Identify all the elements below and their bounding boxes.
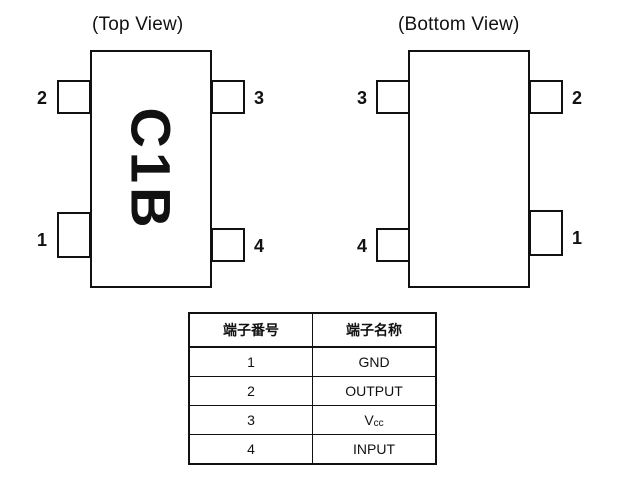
bottom-view-title: (Bottom View) xyxy=(398,14,520,35)
pin-name-subscript: cc xyxy=(373,417,384,429)
pin-number-cell: 1 xyxy=(188,346,313,377)
header-pin-number: 端子番号 xyxy=(188,312,313,348)
bottom-view-package-body xyxy=(408,50,530,288)
top-view-lead-1 xyxy=(57,212,91,258)
pin-name-cell: INPUT xyxy=(312,434,437,465)
top-view-pin-label-3: 3 xyxy=(253,88,264,108)
top-view-lead-2 xyxy=(57,80,91,114)
top-view-package-body xyxy=(90,50,212,288)
pin-assignment-table: 端子番号 端子名称 1 GND 2 OUTPUT 3 Vcc 4 INPUT xyxy=(188,312,437,465)
table-row: 3 Vcc xyxy=(188,405,437,435)
bottom-view-lead-1 xyxy=(529,210,563,256)
pin-number-cell: 4 xyxy=(188,434,313,465)
pin-number-cell: 3 xyxy=(188,405,313,435)
pin-name-main: V xyxy=(364,411,374,428)
table-row: 1 GND xyxy=(188,346,437,377)
top-view-lead-3 xyxy=(211,80,245,114)
bottom-view-lead-4 xyxy=(376,228,410,262)
bottom-view-lead-3 xyxy=(376,80,410,114)
pin-name-cell: OUTPUT xyxy=(312,376,437,406)
bottom-view-pin-label-2: 2 xyxy=(571,88,582,108)
table-row: 4 INPUT xyxy=(188,434,437,465)
bottom-view-lead-2 xyxy=(529,80,563,114)
top-view-pin-label-2: 2 xyxy=(36,88,47,108)
bottom-view-pin-label-4: 4 xyxy=(356,236,367,256)
table-header-row: 端子番号 端子名称 xyxy=(188,312,437,348)
top-view-title: (Top View) xyxy=(92,14,184,35)
bottom-view-pin-label-1: 1 xyxy=(571,228,582,248)
pin-number-cell: 2 xyxy=(188,376,313,406)
pin-name-cell: GND xyxy=(312,346,437,377)
header-pin-name: 端子名称 xyxy=(312,312,437,348)
top-view-pin-label-1: 1 xyxy=(36,230,47,250)
table-row: 2 OUTPUT xyxy=(188,376,437,406)
bottom-view-pin-label-3: 3 xyxy=(356,88,367,108)
top-view-pin-label-4: 4 xyxy=(253,236,264,256)
pin-name-cell: Vcc xyxy=(312,405,437,435)
top-view-lead-4 xyxy=(211,228,245,262)
